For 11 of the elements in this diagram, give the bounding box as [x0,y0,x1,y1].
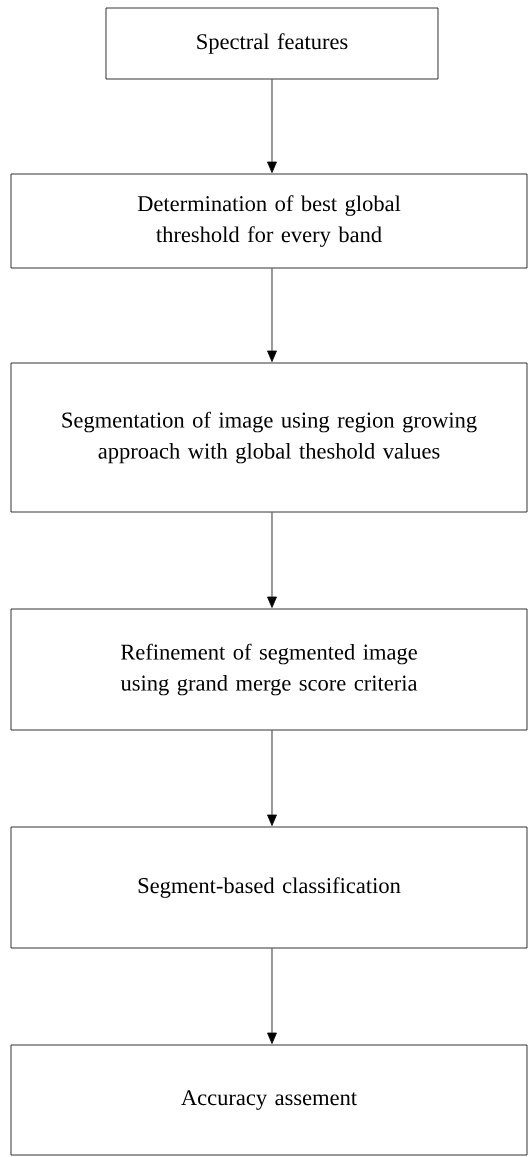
process-box: Determination of best global threshold for every band [10,173,528,269]
arrow [267,730,277,826]
process-box: Segmentation of image using region growing approach with global theshold values [10,362,528,513]
process-box: Segment-based classification [10,826,528,949]
arrow [267,512,277,608]
arrow [267,948,277,1044]
arrow [267,79,277,173]
process-box: Refinement of segmented image using grand merge score criteria [10,608,528,731]
process-box: Spectral features [105,7,439,80]
process-box: Accuracy assement [10,1044,528,1156]
arrow [267,268,277,362]
